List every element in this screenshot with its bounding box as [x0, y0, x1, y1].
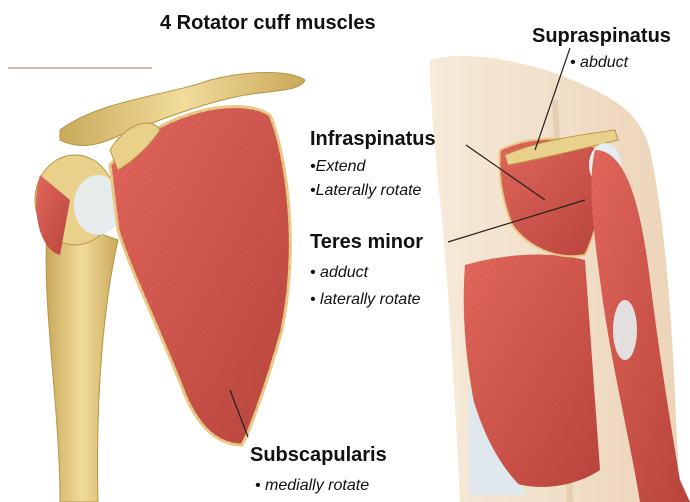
action-infraspinatus-extend: •Extend [310, 158, 365, 176]
left-shoulder-anterior-view [35, 73, 305, 502]
right-back-posterior-view [430, 56, 690, 502]
label-supraspinatus: Supraspinatus [532, 25, 671, 48]
action-subscapularis-medial-rotate: • medially rotate [255, 477, 369, 495]
action-infraspinatus-lateral-rotate: •Laterally rotate [310, 182, 421, 200]
label-subscapularis: Subscapularis [250, 444, 387, 467]
diagram-title: 4 Rotator cuff muscles [160, 12, 376, 35]
action-teres-minor-adduct: • adduct [310, 264, 368, 282]
label-infraspinatus: Infraspinatus [310, 128, 436, 151]
label-teres-minor: Teres minor [310, 231, 423, 254]
humerus-bone [46, 215, 118, 502]
action-teres-minor-lateral-rotate: • laterally rotate [310, 291, 421, 309]
action-supraspinatus-abduct: • abduct [570, 54, 628, 72]
elbow-tendon [613, 300, 637, 360]
